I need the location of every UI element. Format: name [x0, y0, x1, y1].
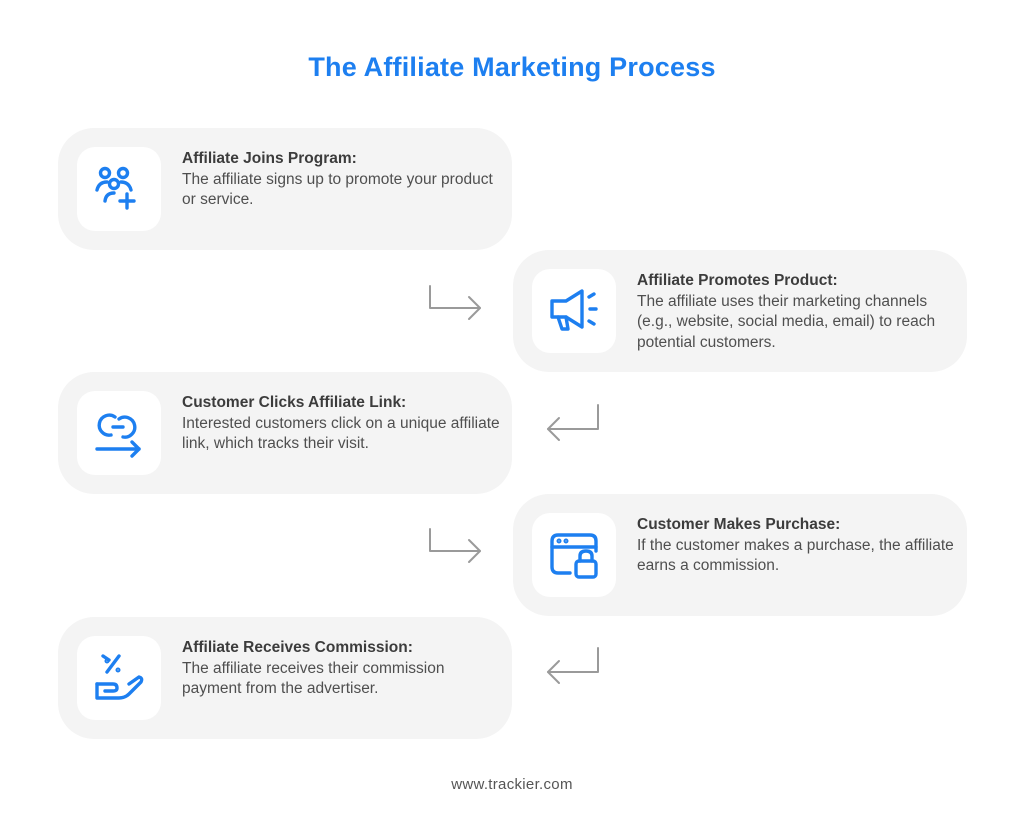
step-card-1: Affiliate Joins Program: The affiliate s… [58, 128, 512, 250]
arrow-right-icon [429, 285, 481, 320]
step-1-heading: Affiliate Joins Program: [182, 150, 357, 167]
step-3-heading: Customer Clicks Affiliate Link: [182, 394, 407, 411]
step-2-text: Affiliate Promotes Product: The affiliat… [637, 271, 957, 353]
step-3-text: Customer Clicks Affiliate Link: Interest… [182, 393, 502, 455]
step-card-3: Customer Clicks Affiliate Link: Interest… [58, 372, 512, 494]
step-card-5: Affiliate Receives Commission: The affil… [58, 617, 512, 739]
step-2-heading: Affiliate Promotes Product: [637, 272, 838, 289]
step-1-text: Affiliate Joins Program: The affiliate s… [182, 149, 502, 211]
step-3-description: Interested customers click on a unique a… [182, 414, 500, 453]
footer-url: www.trackier.com [451, 776, 573, 793]
step-5-icon-box [77, 636, 161, 720]
step-2-icon-box [532, 269, 616, 353]
users-add-icon [95, 166, 136, 210]
arrow-right-icon [429, 528, 481, 563]
step-card-4: Customer Makes Purchase: If the customer… [513, 494, 967, 616]
megaphone-icon [550, 289, 598, 331]
step-5-text: Affiliate Receives Commission: The affil… [182, 638, 502, 700]
browser-lock-icon [550, 533, 598, 579]
step-5-heading: Affiliate Receives Commission: [182, 639, 413, 656]
link-arrow-icon [95, 413, 141, 458]
step-3-icon-box [77, 391, 161, 475]
step-4-text: Customer Makes Purchase: If the customer… [637, 515, 957, 577]
step-5-description: The affiliate receives their commission … [182, 659, 445, 698]
step-1-description: The affiliate signs up to promote your p… [182, 170, 493, 209]
step-2-description: The affiliate uses their marketing chann… [637, 292, 936, 351]
step-card-2: Affiliate Promotes Product: The affiliat… [513, 250, 967, 372]
step-4-icon-box [532, 513, 616, 597]
step-4-description: If the customer makes a purchase, the af… [637, 536, 954, 575]
arrow-left-icon [547, 404, 599, 441]
arrow-left-icon [547, 647, 599, 684]
step-1-icon-box [77, 147, 161, 231]
diagram-title: The Affiliate Marketing Process [308, 52, 716, 82]
step-4-heading: Customer Makes Purchase: [637, 516, 841, 533]
hand-percent-icon [95, 654, 144, 700]
